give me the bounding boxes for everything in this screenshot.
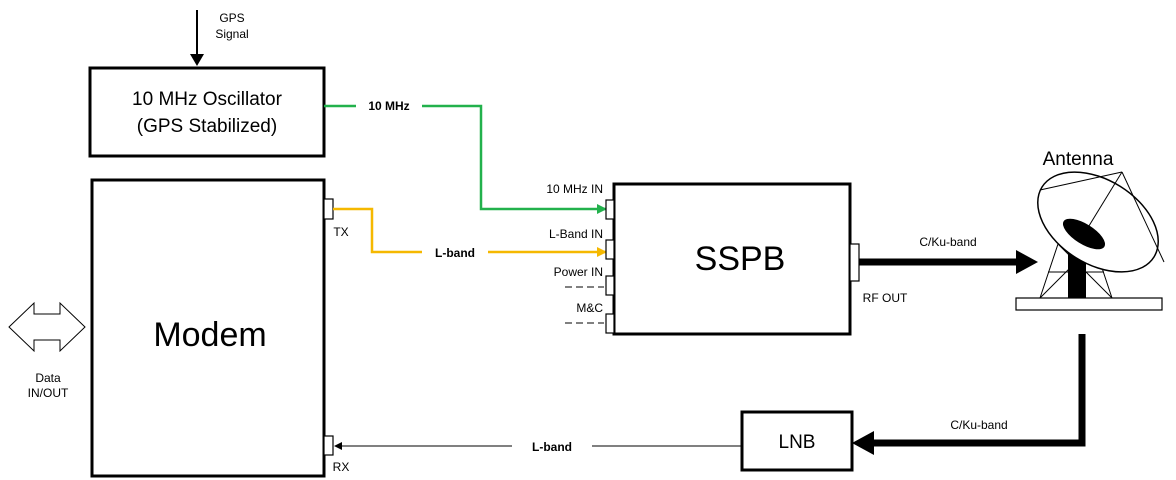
lband-tx-link-label: L-band — [435, 246, 475, 260]
data-io-label-line1: Data — [35, 371, 61, 385]
modem-label: Modem — [153, 316, 266, 354]
modem-rx-label: RX — [333, 460, 350, 474]
cku-downlink-arrow — [852, 334, 1082, 455]
data-io-arrow-icon — [9, 303, 85, 351]
modem-rx-port — [324, 436, 333, 455]
sspb-mc-port — [606, 314, 614, 333]
ten-mhz-link-label: 10 MHz — [368, 99, 409, 113]
sspb-mc-port-label: M&C — [576, 301, 603, 315]
sspb-10mhz-port-label: 10 MHz IN — [546, 182, 603, 196]
sspb-power-port — [606, 276, 614, 295]
oscillator-box — [90, 68, 324, 156]
cku-uplink-label: C/Ku-band — [919, 235, 976, 249]
sspb-lband-port-label: L-Band IN — [549, 227, 603, 241]
cku-downlink-label: C/Ku-band — [950, 418, 1007, 432]
sspb-label: SSPB — [695, 240, 786, 278]
gps-label-line2: Signal — [215, 27, 248, 41]
lnb-label: LNB — [779, 432, 816, 453]
sspb-10mhz-port — [606, 200, 614, 219]
antenna-label: Antenna — [1043, 149, 1114, 170]
lband-rx-link-label: L-band — [532, 440, 572, 454]
oscillator-label-line1: 10 MHz Oscillator — [132, 89, 283, 110]
modem-tx-port — [324, 199, 333, 219]
cku-uplink-arrow — [859, 250, 1038, 274]
sspb-lband-port — [606, 240, 614, 259]
modem-tx-label: TX — [333, 225, 348, 239]
antenna-icon — [1016, 151, 1176, 310]
gps-signal-arrow — [190, 10, 204, 66]
oscillator-label-line2: (GPS Stabilized) — [137, 116, 277, 137]
sspb-rfout-port — [850, 244, 859, 281]
sspb-power-port-label: Power IN — [554, 265, 603, 279]
data-io-label-line2: IN/OUT — [28, 386, 69, 400]
sspb-rfout-label: RF OUT — [863, 291, 908, 305]
gps-label-line1: GPS — [219, 11, 244, 25]
